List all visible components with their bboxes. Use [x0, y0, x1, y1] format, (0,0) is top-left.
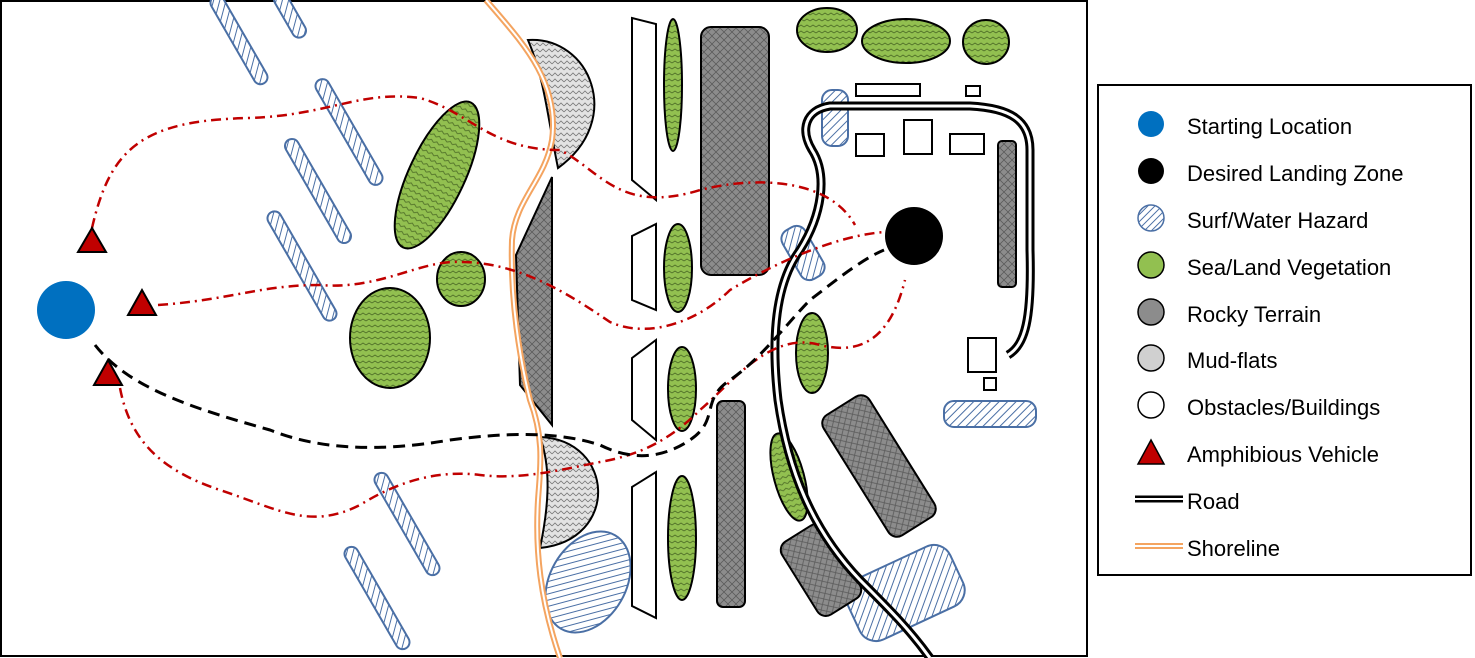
vehicle-north [76, 226, 108, 253]
building [965, 85, 981, 97]
hatched-blue-ellipse-icon [1137, 204, 1165, 232]
vegetation [349, 7, 1010, 601]
mud-flats [526, 38, 600, 550]
building [983, 377, 997, 391]
building [903, 119, 933, 155]
vegetation-patch [436, 251, 486, 307]
legend-item-desired-landing-zone: Desired Landing Zone [1099, 157, 1470, 193]
grey-rounded-square-icon [1137, 298, 1165, 326]
vegetation-patch [795, 312, 829, 394]
road [770, 101, 1035, 658]
legend-label: Mud-flats [1187, 348, 1278, 373]
obstacle [631, 338, 657, 443]
landing-map [0, 0, 1088, 658]
vegetation-patch [769, 432, 809, 522]
mudflat [538, 435, 600, 550]
vegetation-patch [349, 287, 431, 389]
obstacles [631, 16, 997, 620]
legend-item-shoreline: Shoreline [1099, 532, 1470, 568]
obstacle [631, 16, 657, 203]
vegetation-patch [663, 223, 693, 313]
vehicle-middle [126, 287, 158, 316]
building [855, 133, 885, 157]
black-circle-icon [1138, 158, 1164, 184]
vegetation-patch [663, 18, 683, 152]
legend-item-mud-flats: Mud-flats [1099, 344, 1470, 380]
legend-item-amphibious-vehicle: Amphibious Vehicle [1099, 438, 1470, 474]
legend-label: Obstacles/Buildings [1187, 395, 1381, 420]
starting-location [37, 281, 95, 339]
rocky-area [997, 140, 1017, 288]
legend-label: Desired Landing Zone [1187, 161, 1404, 186]
light-grey-circle-icon [1137, 344, 1165, 372]
landing-zone [885, 207, 943, 265]
vegetation-patch [962, 19, 1010, 65]
water-hazard [373, 471, 441, 577]
double-orange-line-icon [1135, 543, 1183, 549]
legend-item-obstacles-buildings: Obstacles/Buildings [1099, 391, 1470, 427]
blue-circle-icon [1138, 111, 1164, 137]
water-hazard [209, 0, 269, 86]
building [949, 133, 985, 155]
water-hazard [266, 210, 338, 322]
water-hazard [544, 530, 632, 634]
rocky-area [700, 26, 770, 276]
water-hazard [821, 89, 849, 147]
route-middle [157, 230, 886, 331]
white-circle-icon [1137, 391, 1165, 419]
vegetation-patch [667, 475, 697, 601]
vegetation-patch [393, 100, 481, 250]
legend-label: Road [1187, 489, 1240, 514]
legend-label: Sea/Land Vegetation [1187, 255, 1392, 280]
vegetation-patch [796, 7, 858, 53]
water-hazard [284, 137, 352, 245]
legend-item-rocky-terrain: Rocky Terrain [1099, 298, 1470, 334]
obstacle [631, 470, 657, 620]
double-black-line-icon [1135, 495, 1183, 503]
water-hazard [343, 545, 411, 651]
routes [90, 95, 907, 518]
amphibious-vehicles [76, 226, 158, 386]
legend-item-starting-location: Starting Location [1099, 110, 1470, 146]
water-hazards [209, 0, 1037, 651]
legend-label: Shoreline [1187, 536, 1280, 561]
water-hazard [273, 0, 307, 39]
water-hazard [943, 400, 1037, 428]
legend-label: Starting Location [1187, 114, 1353, 139]
legend-label: Rocky Terrain [1187, 302, 1322, 327]
rocky-area [716, 400, 746, 608]
water-hazard [844, 543, 966, 643]
route-south [118, 279, 907, 518]
shoreline [483, 0, 563, 658]
vehicle-south [92, 357, 124, 386]
obstacle [631, 222, 657, 312]
legend-label: Surf/Water Hazard [1187, 208, 1369, 233]
route-desired [93, 248, 885, 458]
legend-item-surf-water-hazard: Surf/Water Hazard [1099, 204, 1470, 240]
legend-item-sea-land-vegetation: Sea/Land Vegetation [1099, 251, 1470, 287]
building [967, 337, 997, 373]
legend-label: Amphibious Vehicle [1187, 442, 1380, 467]
water-hazard [314, 78, 384, 186]
vegetation-patch [861, 18, 951, 64]
vegetation-patch [667, 346, 697, 432]
green-ellipse-icon [1137, 251, 1165, 279]
legend: Starting Location Desired Landing Zone S… [1097, 84, 1472, 576]
rocky-area [821, 394, 937, 538]
legend-item-road: Road [1099, 485, 1470, 521]
building [855, 83, 921, 97]
route-north [90, 95, 857, 229]
red-triangle-icon [1136, 438, 1166, 465]
